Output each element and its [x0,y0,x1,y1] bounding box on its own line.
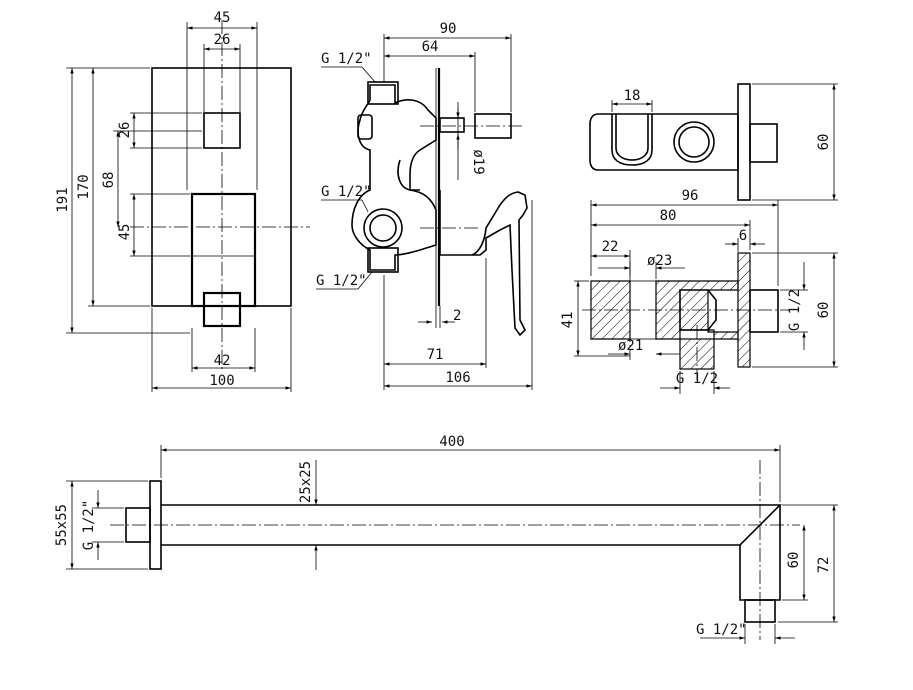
side-mid-inlet-outer [363,208,403,248]
dim-front-gap: 68 [101,172,117,189]
shower-arm-view: 400 25x25 55x55 G 1/2" 60 72 G 1/2" [54,434,838,644]
dim-section-thread-right: G 1/2 [787,289,803,331]
dim-front-bottom-width: 42 [214,353,231,369]
dim-section-length-inner: 80 [660,208,677,224]
dim-side-depth-max: 90 [440,21,457,37]
dim-front-lever-height: 45 [117,224,133,241]
mixer-lever-tip [202,291,242,328]
dim-section-offset: 22 [602,239,619,255]
outlet-round-inner [678,126,710,158]
side-thread-bottom: G 1/2" [316,273,367,289]
dim-front-top-width: 45 [214,10,231,26]
dim-arm-flange: 55x55 [54,504,70,546]
dim-arm-thread-head: G 1/2" [696,622,747,638]
dim-arm-length: 400 [439,434,464,450]
dim-section-height-right: 60 [816,302,832,319]
mixer-diverter-knob [203,112,241,149]
section-stub-right [749,289,779,333]
dim-arm-drop-outer: 72 [816,557,832,574]
side-mid-pipe [397,159,420,191]
outlet-flange [737,83,751,201]
dim-side-71: 71 [427,347,444,363]
outlet-body [589,113,739,171]
side-top-inlet [367,81,399,105]
dim-outlet-top-width: 18 [624,88,641,104]
dim-side-plate: 2 [453,308,461,324]
dim-section-flange: 6 [739,228,747,244]
dim-side-depth-inner: 64 [422,39,439,55]
dim-front-square-width: 26 [214,32,231,48]
dim-section-diameter-top: ø23 [647,253,672,269]
dim-arm-drop-inner: 60 [786,552,802,569]
mixer-front-view: 45 26 191 170 68 26 45 42 [55,10,310,392]
dim-arm-thread-wall: G 1/2" [81,500,97,551]
outlet-stub [749,123,778,163]
mixer-lever [190,192,257,308]
valve-body [351,84,437,271]
dim-front-height-inner: 170 [76,174,92,199]
outlet-top-view: 18 60 [589,83,838,201]
side-bolt [357,114,373,140]
mixer-side-view: G 1/2" G 1/2" G 1/2" 90 64 ø19 2 71 [316,21,533,390]
outlet-hose-holder [611,114,653,166]
dim-outlet-top-height: 60 [816,134,832,151]
dim-front-square-height: 26 [117,122,133,139]
dim-arm-profile: 25x25 [298,461,314,503]
side-thread-top: G 1/2" [321,51,372,67]
dim-side-106: 106 [445,370,470,386]
dim-section-thread-bottom: G 1/2 [676,371,718,387]
side-thread-mid: G 1/2" [321,184,372,200]
outlet-round-outer [673,121,715,163]
dim-front-height-total: 191 [55,187,71,212]
section-nut [679,289,717,331]
dim-section-diameter-bottom: ø21 [618,338,643,354]
dim-section-length-total: 96 [682,188,699,204]
side-bottom-inlet [367,247,399,273]
side-lever [439,190,528,337]
dim-front-width: 100 [209,373,234,389]
dim-side-diameter: ø19 [470,149,486,174]
outlet-section-view: 96 80 6 22 ø23 ø21 41 G 1/2 [560,188,838,394]
dim-section-height: 41 [560,312,576,329]
mixer-cover-plate [151,67,292,307]
side-diverter-stem [439,117,465,133]
side-mid-inlet-inner [369,214,397,242]
